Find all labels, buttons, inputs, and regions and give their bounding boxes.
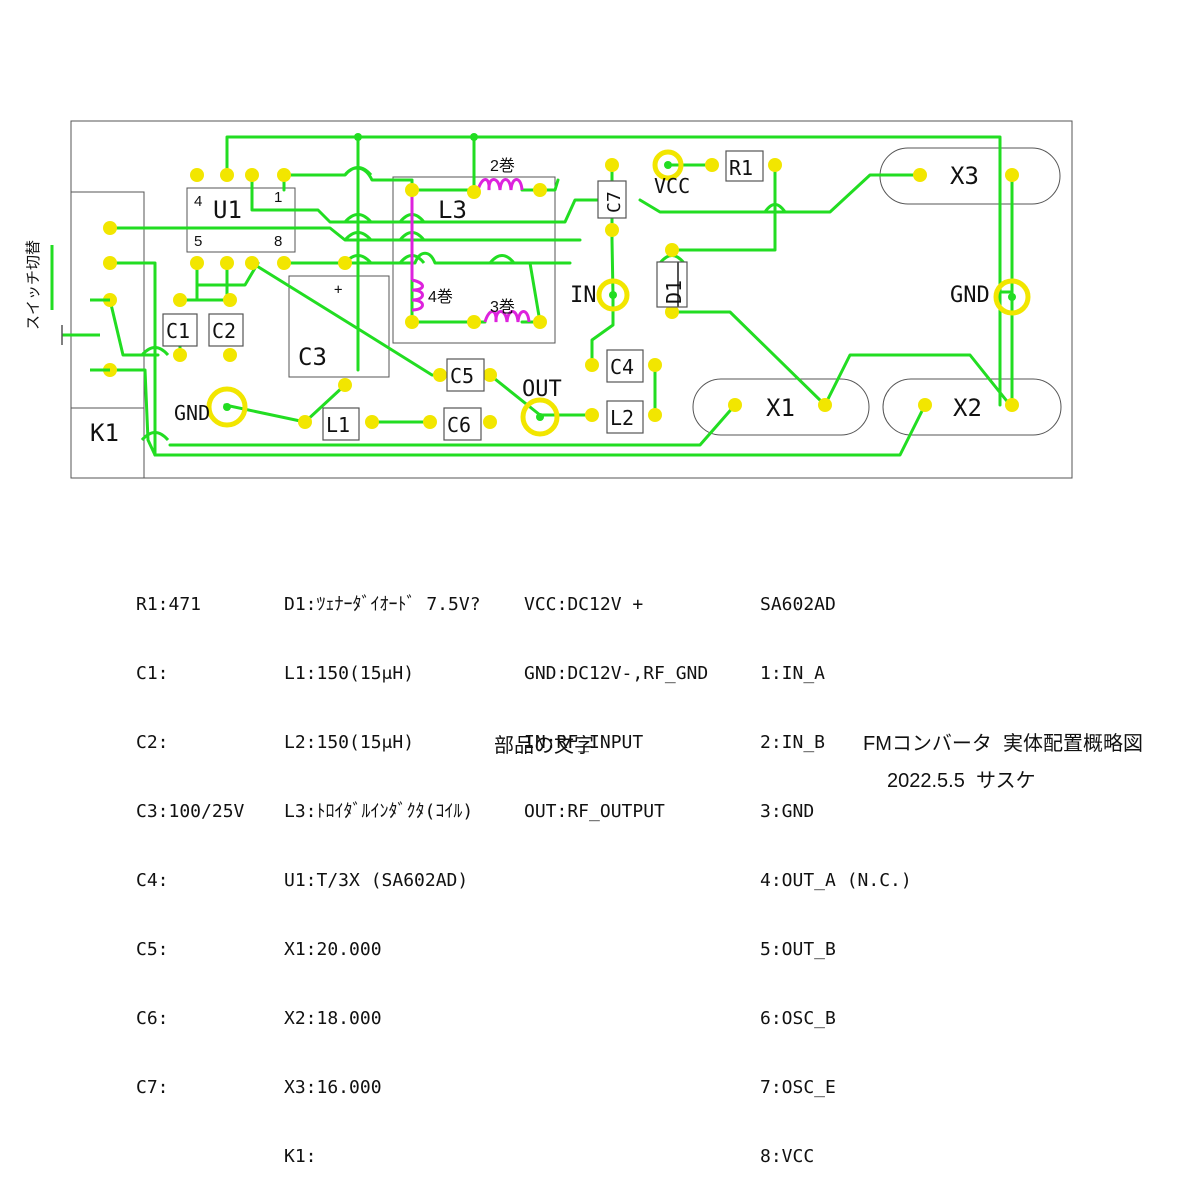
legend-c7: C7: — [136, 1077, 169, 1098]
l1-label: L1 — [326, 413, 350, 437]
legend-out: OUT:RF_OUTPUT — [524, 801, 665, 822]
legend-gnd: GND:DC12V-,RF_GND — [524, 663, 709, 684]
legend-c6: C6: — [136, 1008, 169, 1029]
circuit-layout-diagram: U1 4 1 5 8 L3 2巻 4巻 3巻 C7 VCC R1 X3 GND … — [25, 120, 1073, 479]
c3-body — [288, 275, 390, 378]
in-label: IN — [570, 283, 597, 308]
c3-plus: + — [334, 282, 342, 298]
c6-label: C6 — [447, 413, 471, 437]
c7-label: C7 — [604, 191, 625, 213]
switch-label: スイッチ切替 — [25, 240, 42, 330]
legend-l2: L2:150(15μH) — [284, 732, 415, 753]
legend-pin7: 7:OSC_E — [760, 1077, 836, 1098]
legend-l1: L1:150(15μH) — [284, 663, 415, 684]
legend-l3: L3:ﾄﾛｲﾀﾞﾙｲﾝﾀﾞｸﾀ(ｺｲﾙ) — [284, 801, 474, 822]
legend-u1: U1:T/3X (SA602AD) — [284, 870, 469, 891]
l3-3turn-coil — [483, 310, 531, 323]
legend-d1: D1:ﾂｪﾅｰﾀﾞｲｵｰﾄﾞ 7.5V? — [284, 594, 481, 615]
out-terminal — [520, 397, 560, 437]
x2-label: X2 — [953, 394, 982, 422]
legend-pin1: 1:IN_A — [760, 663, 826, 684]
r1-label: R1 — [729, 156, 753, 180]
l3-2turn-label: 2巻 — [490, 157, 515, 175]
legend-c2: C2: — [136, 732, 169, 753]
legend-c3: C3:100/25V — [136, 801, 245, 822]
l3-2turn-coil — [476, 178, 524, 191]
coils — [410, 178, 531, 323]
date-author: 2022.5.5 サスケ — [887, 770, 1036, 792]
d1-label: D1 — [662, 280, 686, 304]
legend-c1: C1: — [136, 663, 169, 684]
x1-label: X1 — [766, 394, 795, 422]
gnd-right-terminal — [993, 278, 1031, 316]
legend-pin8: 8:VCC — [760, 1146, 815, 1167]
k1-label: K1 — [90, 419, 119, 447]
c4-label: C4 — [610, 355, 634, 379]
c3-label: C3 — [298, 343, 327, 371]
l3-3turn-label: 3巻 — [490, 298, 515, 316]
l2-label: L2 — [610, 406, 634, 430]
in-terminal — [596, 278, 630, 312]
component-boxes — [162, 150, 764, 441]
c5-label: C5 — [450, 364, 474, 388]
legend-r1: R1:471 — [136, 594, 202, 615]
u1-pin1-label: 1 — [274, 189, 282, 206]
legend-vcc: VCC:DC12V + — [524, 594, 644, 615]
vcc-terminal — [652, 149, 684, 181]
vcc-label: VCC — [654, 174, 690, 198]
gnd-left-label: GND — [174, 401, 210, 425]
l3-4turn-coil — [411, 278, 424, 312]
l3-4turn-label: 4巻 — [428, 288, 453, 306]
legend-pin4: 4:OUT_A (N.C.) — [760, 870, 912, 891]
legend-in: IN:RF_INPUT — [524, 732, 644, 753]
legend-x3: X3:16.000 — [284, 1077, 382, 1098]
u1-pin5-label: 5 — [194, 233, 202, 250]
gnd-right-label: GND — [950, 283, 990, 308]
legend-column-2: D1:ﾂｪﾅｰﾀﾞｲｵｰﾄﾞ 7.5V? L1:150(15μH) L2:150… — [284, 547, 481, 1191]
switch-symbol — [50, 245, 110, 372]
legend-column-1: R1:471 C1: C2: C3:100/25V C4: C5: C6: C7… — [136, 547, 244, 1122]
gnd-left-terminal — [206, 386, 248, 428]
legend-k1: K1: — [284, 1146, 317, 1167]
u1-pin8-label: 8 — [274, 233, 282, 250]
pads — [103, 133, 1031, 437]
u1-pin4-label: 4 — [194, 193, 202, 210]
legend-column-4: SA602AD 1:IN_A 2:IN_B 3:GND 4:OUT_A (N.C… — [760, 547, 912, 1191]
parts-text-caption: 部品の文字 — [494, 735, 594, 757]
legend-sa602ad-title: SA602AD — [760, 594, 836, 615]
diagram-title: FMコンバータ 実体配置概略図 — [863, 733, 1143, 755]
legend-column-3: VCC:DC12V + GND:DC12V-,RF_GND IN:RF_INPU… — [524, 547, 708, 846]
legend-pin6: 6:OSC_B — [760, 1008, 836, 1029]
out-label: OUT — [522, 377, 562, 402]
legend-pin5: 5:OUT_B — [760, 939, 836, 960]
legend-pin2: 2:IN_B — [760, 732, 826, 753]
legend-x2: X2:18.000 — [284, 1008, 382, 1029]
x3-label: X3 — [950, 162, 979, 190]
u1-body — [186, 187, 296, 253]
legend-x1: X1:20.000 — [284, 939, 382, 960]
c1-label: C1 — [166, 319, 190, 343]
legend-c4: C4: — [136, 870, 169, 891]
legend-pin3: 3:GND — [760, 801, 815, 822]
u1-label: U1 — [213, 196, 242, 224]
c2-label: C2 — [212, 319, 236, 343]
legend-c5: C5: — [136, 939, 169, 960]
x1-outline — [692, 378, 870, 436]
x2-outline — [882, 378, 1062, 436]
l3-label: L3 — [438, 196, 467, 224]
